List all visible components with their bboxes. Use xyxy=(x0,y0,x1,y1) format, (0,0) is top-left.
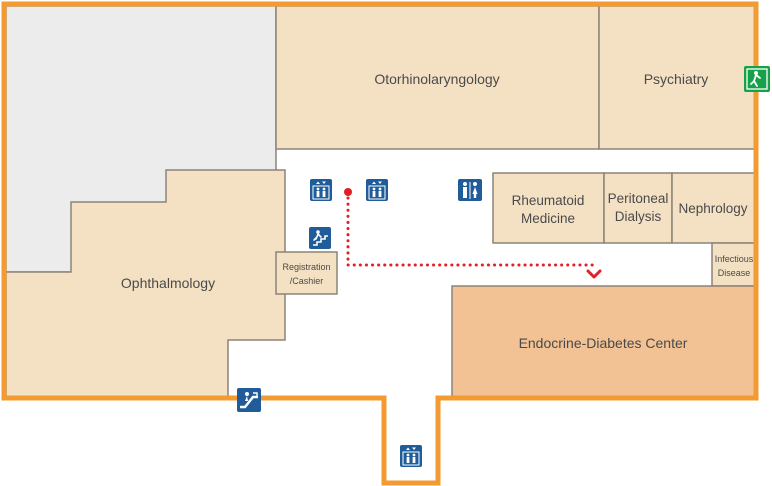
room-nephrology[interactable]: Nephrology xyxy=(671,172,757,244)
restroom-icon[interactable] xyxy=(458,179,482,201)
room-label-peritoneal-line2: Dialysis xyxy=(615,209,662,224)
room-rheumatoid-medicine[interactable]: Rheumatoid Medicine xyxy=(492,172,605,244)
room-label-ophthalmology: Ophthalmology xyxy=(121,275,215,291)
elevator-icon[interactable] xyxy=(366,179,388,201)
room-label-rheumatoid-line2: Medicine xyxy=(521,211,575,226)
room-peritoneal-dialysis[interactable]: Peritoneal Dialysis xyxy=(603,172,673,244)
route-destination-marker xyxy=(586,269,602,279)
room-otorhinolaryngology[interactable]: Otorhinolaryngology xyxy=(275,5,600,150)
room-registration-cashier[interactable]: Registration /Cashier xyxy=(275,251,338,295)
route-start-point xyxy=(344,188,352,196)
room-label-infectious-line2: Disease xyxy=(718,268,751,278)
room-label-registration-line2: /Cashier xyxy=(290,276,324,286)
room-endocrine-diabetes-center[interactable]: Endocrine-Diabetes Center xyxy=(451,285,757,399)
room-infectious-disease[interactable]: Infectious Disease xyxy=(711,242,757,287)
room-label-peritoneal-line1: Peritoneal xyxy=(608,191,669,206)
stairs-icon[interactable] xyxy=(309,227,331,249)
elevator-icon[interactable] xyxy=(400,445,422,467)
room-label-endocrine: Endocrine-Diabetes Center xyxy=(519,335,688,351)
room-label-nephrology: Nephrology xyxy=(678,201,747,216)
route-path xyxy=(344,188,602,279)
room-label-psychiatry: Psychiatry xyxy=(644,71,709,87)
room-psychiatry[interactable]: Psychiatry xyxy=(598,5,757,150)
emergency-exit-icon xyxy=(744,66,770,92)
room-label-rheumatoid-line1: Rheumatoid xyxy=(512,193,585,208)
room-label-otorhinolaryngology: Otorhinolaryngology xyxy=(374,71,499,87)
elevator-icon[interactable] xyxy=(310,179,332,201)
room-label-infectious-line1: Infectious xyxy=(715,254,754,264)
escalator-icon[interactable] xyxy=(237,388,261,412)
room-label-registration-line1: Registration xyxy=(282,262,330,272)
building-outline xyxy=(1,1,759,486)
